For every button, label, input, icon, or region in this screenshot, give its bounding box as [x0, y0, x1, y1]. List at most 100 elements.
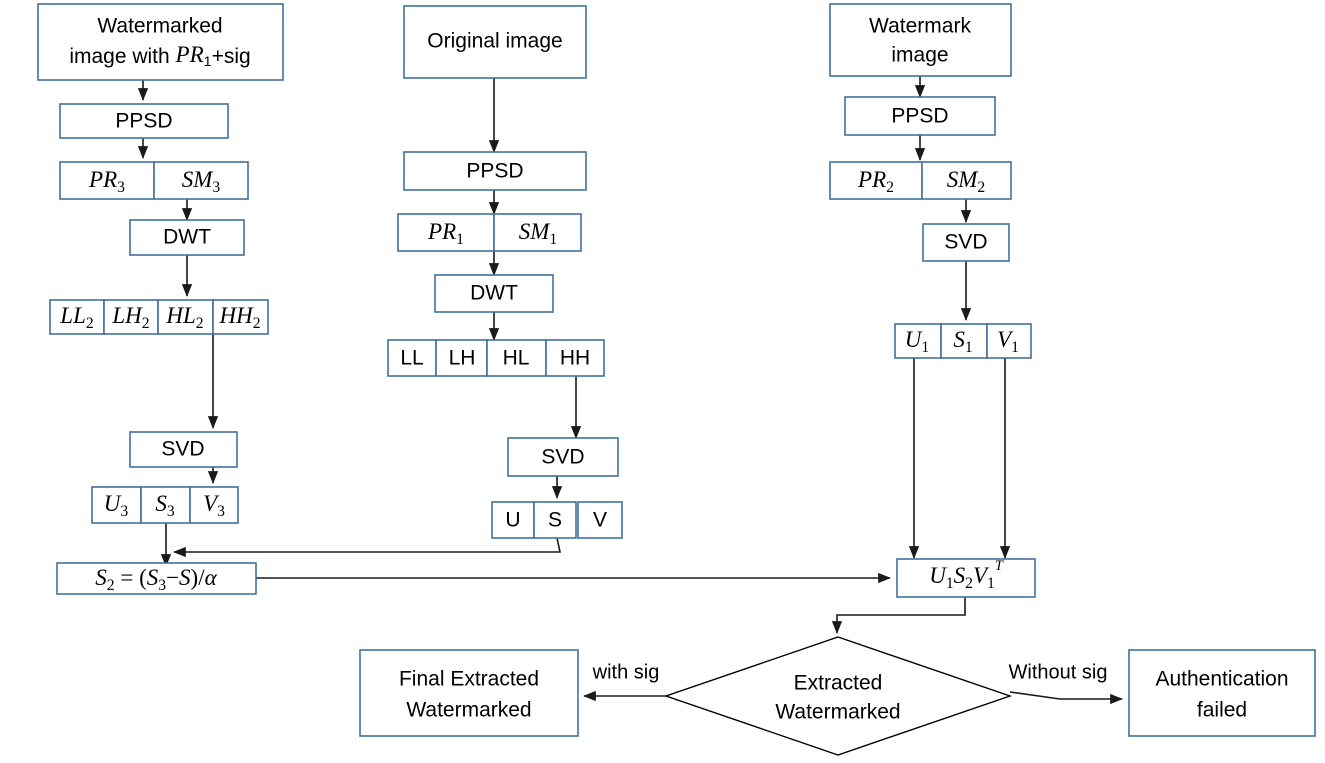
u1-label: U1 [905, 327, 929, 355]
dwt-left-label: DWT [163, 226, 211, 249]
decision-label-line1: Extracted [794, 672, 883, 695]
v-box[interactable] [577, 501, 623, 539]
node-u3[interactable]: U3 [91, 486, 142, 524]
node-hh2[interactable]: HH2 [212, 299, 269, 335]
hh2-box[interactable] [212, 299, 269, 335]
node-ppsd-left[interactable]: PPSD [59, 103, 229, 139]
pr3-label: PR3 [88, 167, 125, 195]
node-sm2[interactable]: SM2 [921, 161, 1012, 200]
ppsd-middle-box[interactable] [403, 151, 587, 191]
watermarked-image-box[interactable] [37, 3, 284, 81]
hh2-label: HH2 [218, 303, 260, 331]
connectors-bottom [256, 572, 1123, 705]
node-lh[interactable]: LH [435, 339, 488, 377]
svd-left-box[interactable] [129, 431, 238, 468]
node-s[interactable]: S [533, 501, 577, 539]
v3-label: V3 [203, 491, 225, 519]
pr3-box[interactable] [59, 161, 155, 200]
pr2-box[interactable] [829, 161, 923, 200]
node-v[interactable]: V [577, 501, 623, 539]
sm2-base: SM [947, 167, 980, 192]
hl-box[interactable] [486, 339, 547, 377]
u1-box[interactable] [894, 323, 942, 359]
node-ll[interactable]: LL [387, 339, 437, 377]
pr2-label: PR2 [857, 167, 894, 195]
node-authentication-failed[interactable]: Authentication failed [1128, 649, 1316, 737]
node-s2-formula[interactable]: S2 = (S3−S)/α [56, 562, 257, 595]
node-sm1[interactable]: SM1 [493, 213, 582, 252]
node-s1[interactable]: S1 [940, 323, 988, 359]
dwt-left-box[interactable] [129, 219, 245, 256]
sm3-box[interactable] [153, 161, 249, 200]
connector-reconstruct-to-decision [831, 597, 966, 634]
node-s3[interactable]: S3 [140, 486, 191, 524]
dwt-middle-box[interactable] [434, 274, 554, 313]
pr2-base: PR [857, 167, 886, 192]
node-svd-right[interactable]: SVD [922, 223, 1010, 262]
node-dwt-middle[interactable]: DWT [434, 274, 554, 313]
hl2-label: HL2 [165, 303, 203, 331]
svd-right-box[interactable] [922, 223, 1010, 262]
node-hl2[interactable]: HL2 [157, 299, 214, 335]
ppsd-middle-label: PPSD [466, 160, 523, 183]
final-extracted-box[interactable] [359, 649, 579, 737]
s3-sub: 3 [167, 503, 175, 520]
reconstruct-box[interactable] [896, 558, 1036, 598]
rec-s-base: S [954, 563, 966, 588]
decision-diamond[interactable] [663, 636, 1013, 756]
lh2-box[interactable] [103, 299, 159, 335]
node-sm3[interactable]: SM3 [153, 161, 249, 200]
node-v1[interactable]: V1 [986, 323, 1032, 359]
node-pr3[interactable]: PR3 [59, 161, 155, 200]
rec-v-base: V [973, 563, 990, 588]
node-svd-middle[interactable]: SVD [507, 437, 619, 477]
s3f-sub: 3 [158, 577, 166, 594]
node-ppsd-right[interactable]: PPSD [844, 96, 996, 136]
ll2-label: LL2 [59, 303, 93, 331]
sm1-box[interactable] [493, 213, 582, 252]
node-ll2[interactable]: LL2 [49, 299, 105, 335]
ppsd-right-box[interactable] [844, 96, 996, 136]
node-ppsd-middle[interactable]: PPSD [403, 151, 587, 191]
sm1-label: SM1 [519, 219, 557, 247]
s1-box[interactable] [940, 323, 988, 359]
node-lh2[interactable]: LH2 [103, 299, 159, 335]
s1-label: S1 [953, 327, 972, 355]
node-hh[interactable]: HH [545, 339, 605, 377]
svd-right-label: SVD [944, 231, 987, 254]
node-u1[interactable]: U1 [894, 323, 942, 359]
node-decision[interactable]: Extracted Watermarked [663, 636, 1013, 756]
node-pr2[interactable]: PR2 [829, 161, 923, 200]
node-pr1[interactable]: PR1 [397, 213, 495, 252]
node-reconstruct[interactable]: U1S2V1T [896, 558, 1036, 598]
s3-box[interactable] [140, 486, 191, 524]
rec-v-sup: T [995, 558, 1004, 574]
node-v3[interactable]: V3 [189, 486, 239, 524]
sm3-label: SM3 [182, 167, 221, 195]
watermark-image-box[interactable] [829, 3, 1012, 77]
s-box[interactable] [533, 501, 577, 539]
node-hl[interactable]: HL [486, 339, 547, 377]
sm1-base: SM [519, 219, 552, 244]
authentication-failed-box[interactable] [1128, 649, 1316, 737]
ppsd-left-box[interactable] [59, 103, 229, 139]
s2-formula-box[interactable] [56, 562, 257, 595]
node-watermark-image[interactable]: Watermark image [829, 3, 1012, 77]
lh-label: LH [449, 347, 476, 370]
node-dwt-left[interactable]: DWT [129, 219, 245, 256]
ll-box[interactable] [387, 339, 437, 377]
node-svd-left[interactable]: SVD [129, 431, 238, 468]
v1-box[interactable] [986, 323, 1032, 359]
node-final-extracted-watermarked[interactable]: Final Extracted Watermarked [359, 649, 579, 737]
rec-v-sub: 1 [987, 575, 995, 592]
authentication-failed-label-line1: Authentication [1155, 668, 1288, 691]
node-original-image[interactable]: Original image [403, 5, 587, 79]
v3-box[interactable] [189, 486, 239, 524]
original-image-box[interactable] [403, 5, 587, 79]
node-u[interactable]: U [491, 501, 535, 539]
svd-middle-box[interactable] [507, 437, 619, 477]
sm2-box[interactable] [921, 161, 1012, 200]
node-watermarked-image[interactable]: Watermarked image with PR1+sig [37, 3, 284, 81]
hh-box[interactable] [545, 339, 605, 377]
ll2-box[interactable] [49, 299, 105, 335]
